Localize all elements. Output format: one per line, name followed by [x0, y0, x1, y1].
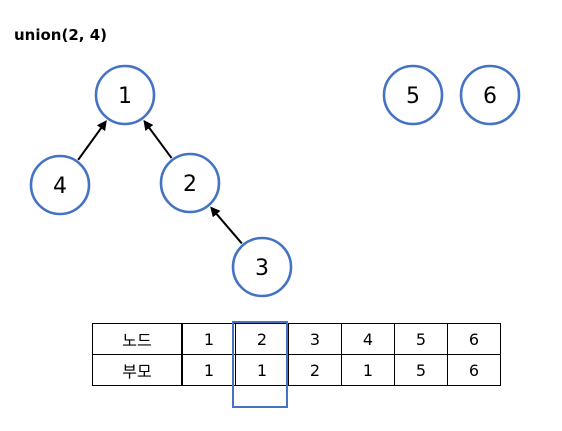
node-label-4: 4 [53, 174, 67, 199]
node-label-3: 3 [255, 256, 269, 281]
parent-row-header: 부모 [92, 354, 183, 386]
parent-cell-6: 6 [447, 354, 501, 386]
parent-row-label: 부모 [122, 362, 152, 381]
edge-3-to-2 [210, 206, 243, 245]
node-circle-3 [231, 236, 293, 298]
node-5: 5 [382, 64, 444, 126]
node-label-6: 6 [483, 84, 497, 109]
node-cell-6: 6 [447, 323, 501, 355]
node-label-2: 2 [183, 172, 197, 197]
node-cell-3: 3 [288, 323, 342, 355]
node-2: 2 [159, 152, 221, 214]
node-circle-6 [459, 64, 521, 126]
node-cell-1: 1 [181, 323, 236, 355]
node-circle-5 [382, 64, 444, 126]
node-cell-5: 5 [394, 323, 448, 355]
node-1: 1 [94, 64, 156, 126]
node-row-label: 노드 [122, 331, 152, 350]
node-4: 4 [29, 154, 91, 216]
node-3: 3 [231, 236, 293, 298]
node-cell-4: 4 [341, 323, 395, 355]
node-6: 6 [459, 64, 521, 126]
edge-2-to-1 [143, 119, 173, 159]
node-label-1: 1 [118, 84, 132, 109]
parent-cell-5: 5 [394, 354, 448, 386]
node-circle-1 [94, 64, 156, 126]
parent-cell-3: 2 [288, 354, 342, 386]
parent-table: 노드 1 2 3 4 5 6 부모 1 1 2 1 5 6 [92, 323, 501, 386]
diagram-title: union(2, 4) [14, 26, 107, 44]
node-circle-2 [159, 152, 221, 214]
node-cell-2: 2 [235, 323, 289, 355]
parent-row: 부모 1 1 2 1 5 6 [92, 354, 501, 386]
node-row: 노드 1 2 3 4 5 6 [92, 323, 501, 355]
parent-cell-1: 1 [181, 354, 236, 386]
parent-cell-2: 1 [235, 354, 289, 386]
edge-4-to-1 [77, 120, 107, 161]
node-label-5: 5 [406, 84, 420, 109]
parent-cell-4: 1 [341, 354, 395, 386]
node-row-header: 노드 [92, 323, 183, 355]
node-circle-4 [29, 154, 91, 216]
